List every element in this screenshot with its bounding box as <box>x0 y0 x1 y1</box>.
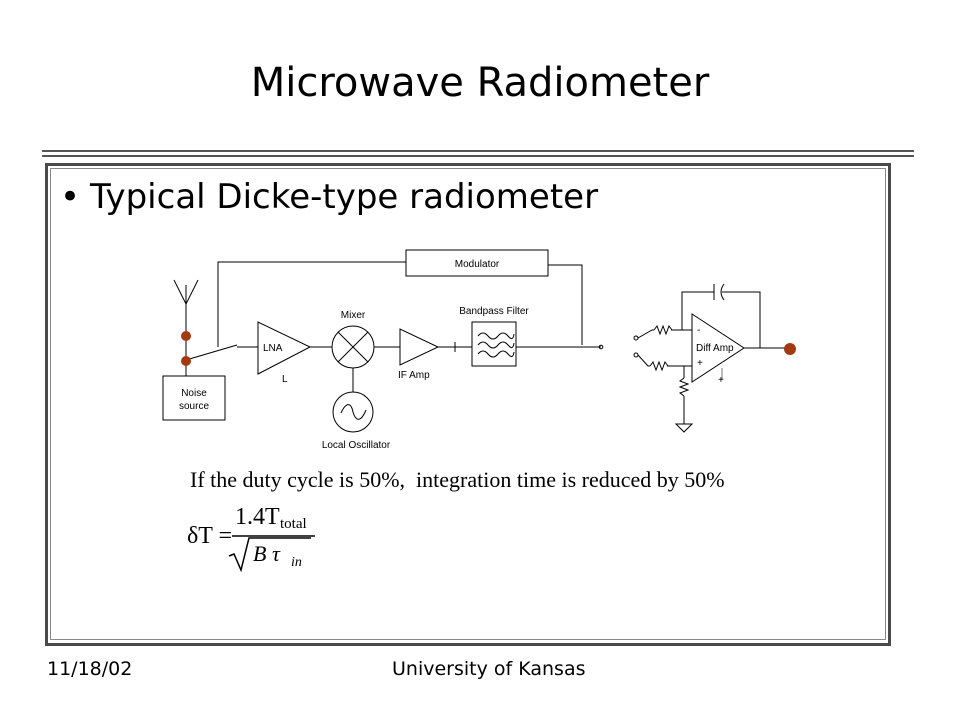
input-terminal-plus <box>633 352 639 358</box>
switch-node-bottom <box>181 356 191 366</box>
feedback-wire-left <box>681 291 714 330</box>
input-terminal-minus <box>633 335 639 341</box>
modulator-right-wire <box>548 264 583 345</box>
bullet-text: Typical Dicke-type radiometer <box>90 177 599 217</box>
formula-numerator: 1.4T <box>235 504 280 530</box>
bandpass-filter-symbol <box>471 321 517 367</box>
modulator-left-wire <box>217 261 406 347</box>
content-frame-inner <box>50 168 886 640</box>
diff-amp-label: Diff Amp <box>696 343 734 354</box>
diff-amp-triangle <box>691 313 745 383</box>
sqrt-sign <box>228 537 311 573</box>
diff-amp-plus: + <box>697 358 703 369</box>
modulator-label: Modulator <box>455 259 500 270</box>
footer-organization: University of Kansas <box>392 658 586 680</box>
lna-mark: L <box>282 374 288 385</box>
mixer-label: Mixer <box>341 310 366 321</box>
switch-arm <box>185 344 238 361</box>
feedback-wire-right <box>722 291 761 348</box>
output-terminal-dot <box>598 344 604 350</box>
modulator-box <box>405 249 549 277</box>
lna-amplifier <box>257 321 312 375</box>
formula-svg: δT = 1.4T total B τ in <box>187 504 315 573</box>
bandpass-filter-label: Bandpass Filter <box>459 306 529 317</box>
noise-source-box <box>162 375 226 421</box>
local-oscillator-label: Local Oscillator <box>322 440 391 451</box>
if-amp-label: IF Amp <box>398 370 430 381</box>
formula-denominator-sub: in <box>291 555 302 570</box>
output-node <box>784 343 796 355</box>
formula-numerator-sub: total <box>280 516 307 532</box>
antenna-icon <box>173 279 199 336</box>
diff-amp-minus: - <box>697 325 700 336</box>
resistor-plus <box>649 360 669 372</box>
ground-resistor <box>678 377 690 397</box>
if-amp-amplifier <box>399 328 440 366</box>
formula-lhs: δT = <box>187 523 232 549</box>
capacitor-plate-right <box>720 283 725 301</box>
title-rule-top <box>42 150 914 152</box>
resistor-minus <box>653 324 673 336</box>
content-frame <box>45 163 891 646</box>
ground-icon <box>674 423 694 433</box>
bullet-dot: • <box>60 177 81 217</box>
mixer-symbol <box>331 325 375 369</box>
noise-source-label-1: Noise <box>181 388 207 399</box>
switch-node-top <box>181 331 191 341</box>
footer-date: 11/18/02 <box>47 658 133 680</box>
delta-t-formula: δT = 1.4T total B τ in <box>187 504 347 581</box>
slide-title: Microwave Radiometer <box>250 60 710 106</box>
formula-denominator: B τ <box>253 541 281 566</box>
bullet-item: •Typical Dicke-type radiometer <box>60 177 598 217</box>
diff-amp-plus-small: + <box>718 375 724 386</box>
local-oscillator-symbol <box>332 391 374 433</box>
title-rule-bottom <box>42 155 914 157</box>
lna-label: LNA <box>263 343 283 354</box>
noise-source-label-2: source <box>179 401 209 412</box>
duty-cycle-text: If the duty cycle is 50%, integration ti… <box>190 467 725 492</box>
